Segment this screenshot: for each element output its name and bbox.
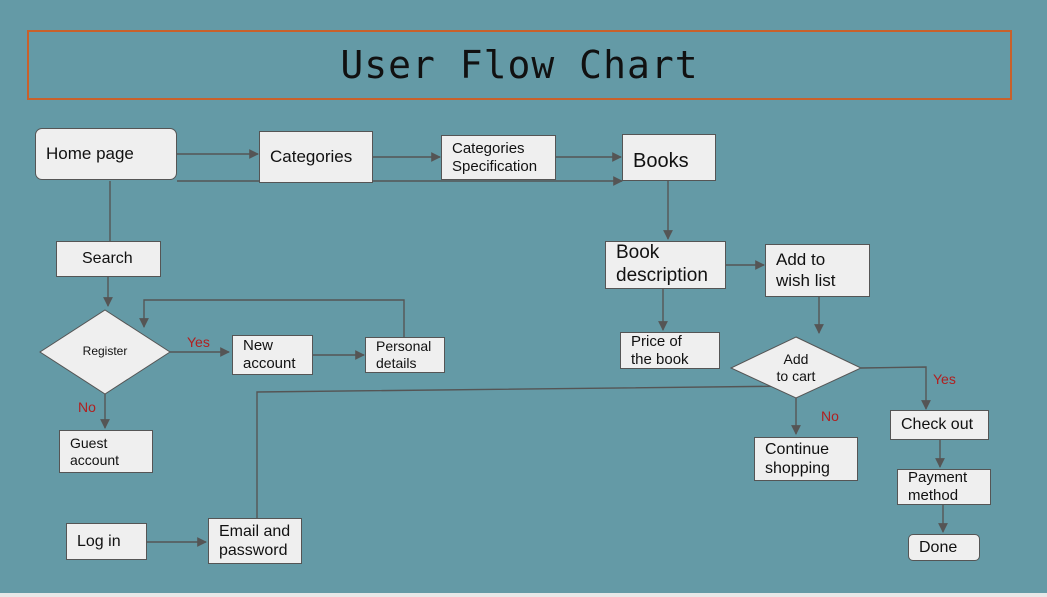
register-yes-label: Yes [187,334,210,350]
node-search: Search [56,241,161,277]
node-check-out: Check out [890,410,989,440]
node-price-of-the-book-label: Price of the book [631,332,689,368]
node-book-description-label: Book description [616,242,708,286]
node-categories-specification-label: Categories Specification [452,139,538,175]
node-home-page: Home page [35,128,177,180]
node-book-description: Book description [605,241,726,289]
register-decision-label: Register [82,344,128,358]
register-diamond [39,309,171,395]
node-price-of-the-book: Price of the book [620,332,720,369]
node-done: Done [908,534,980,561]
node-personal-details-label: Personal details [376,338,432,371]
node-home-page-label: Home page [46,143,134,163]
node-categories-label: Categories [270,146,353,166]
node-categories-specification: Categories Specification [441,135,556,180]
add-to-cart-diamond [729,336,863,399]
node-add-to-wish-list-label: Add to wish list [776,250,836,290]
node-done-label: Done [919,538,958,556]
node-log-in: Log in [66,523,147,560]
node-payment-method-label: Payment method [908,469,968,504]
bottom-strip [0,593,1047,597]
add-to-cart-no-label: No [821,408,839,424]
node-guest-account: Guest account [59,430,153,473]
edge-personal-loop [139,299,405,337]
node-categories: Categories [259,131,373,183]
edge-cart-checkout [860,366,931,410]
node-continue-shopping-label: Continue shopping [765,440,830,477]
node-continue-shopping: Continue shopping [754,437,858,481]
node-add-to-wish-list: Add to wish list [765,244,870,297]
node-new-account: New account [232,335,313,375]
node-search-label: Search [82,250,133,268]
page-title: User Flow Chart [340,43,699,87]
edge-email-cart [256,385,798,518]
node-books: Books [622,134,716,181]
node-email-and-password-label: Email and password [219,522,291,559]
node-log-in-label: Log in [77,532,121,550]
title-box: User Flow Chart [27,30,1012,100]
node-personal-details: Personal details [365,337,445,373]
node-guest-account-label: Guest account [70,434,120,468]
add-to-cart-yes-label: Yes [933,371,956,387]
node-payment-method: Payment method [897,469,991,505]
node-new-account-label: New account [243,337,296,372]
node-books-label: Books [633,150,689,172]
add-to-cart-decision-label: Add to cart [776,351,816,384]
node-email-and-password: Email and password [208,518,302,564]
register-no-label: No [78,399,96,415]
node-check-out-label: Check out [901,416,974,434]
